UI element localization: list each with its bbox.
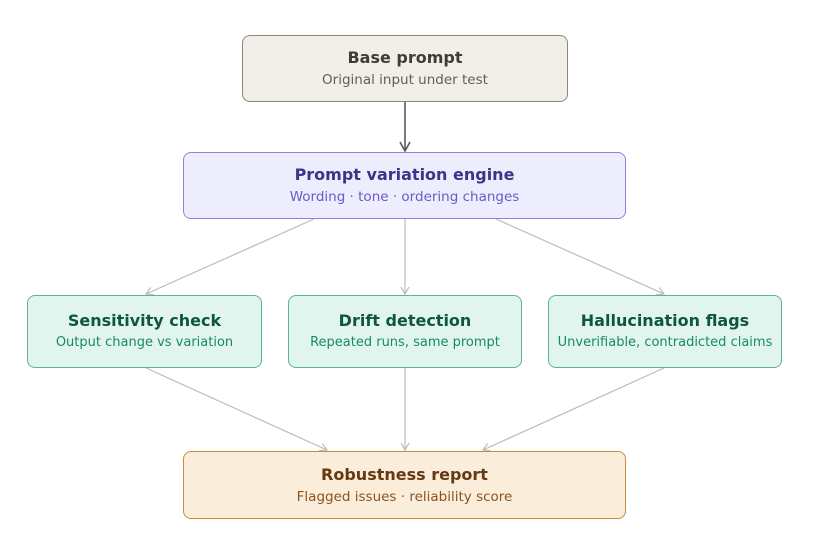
node-prompt-variation-engine: Prompt variation engine Wording · tone ·… <box>183 152 626 219</box>
node-subtitle: Repeated runs, same prompt <box>310 335 500 350</box>
node-title: Sensitivity check <box>67 311 222 330</box>
node-title: Hallucination flags <box>580 311 750 330</box>
node-title: Robustness report <box>321 464 488 484</box>
edge-sensitivity-to-report <box>145 367 329 452</box>
node-subtitle: Unverifiable, contradicted claims <box>557 335 773 350</box>
node-robustness-report: Robustness report Flagged issues · relia… <box>183 451 626 519</box>
node-title: Drift detection <box>338 311 472 330</box>
node-title: Base prompt <box>347 48 463 67</box>
edge-engine-to-hallucination <box>495 218 666 296</box>
node-hallucination-flags: Hallucination flags Unverifiable, contra… <box>548 295 782 368</box>
edge-engine-to-sensitivity <box>144 218 315 296</box>
node-drift-detection: Drift detection Repeated runs, same prom… <box>288 295 522 368</box>
node-base-prompt: Base prompt Original input under test <box>242 35 568 102</box>
node-subtitle: Original input under test <box>322 72 488 88</box>
node-title: Prompt variation engine <box>294 165 515 184</box>
node-subtitle: Flagged issues · reliability score <box>296 488 513 505</box>
node-sensitivity-check: Sensitivity check Output change vs varia… <box>27 295 262 368</box>
node-subtitle: Output change vs variation <box>55 335 234 350</box>
edge-hallucination-to-report <box>481 367 665 452</box>
node-subtitle: Wording · tone · ordering changes <box>289 189 520 205</box>
